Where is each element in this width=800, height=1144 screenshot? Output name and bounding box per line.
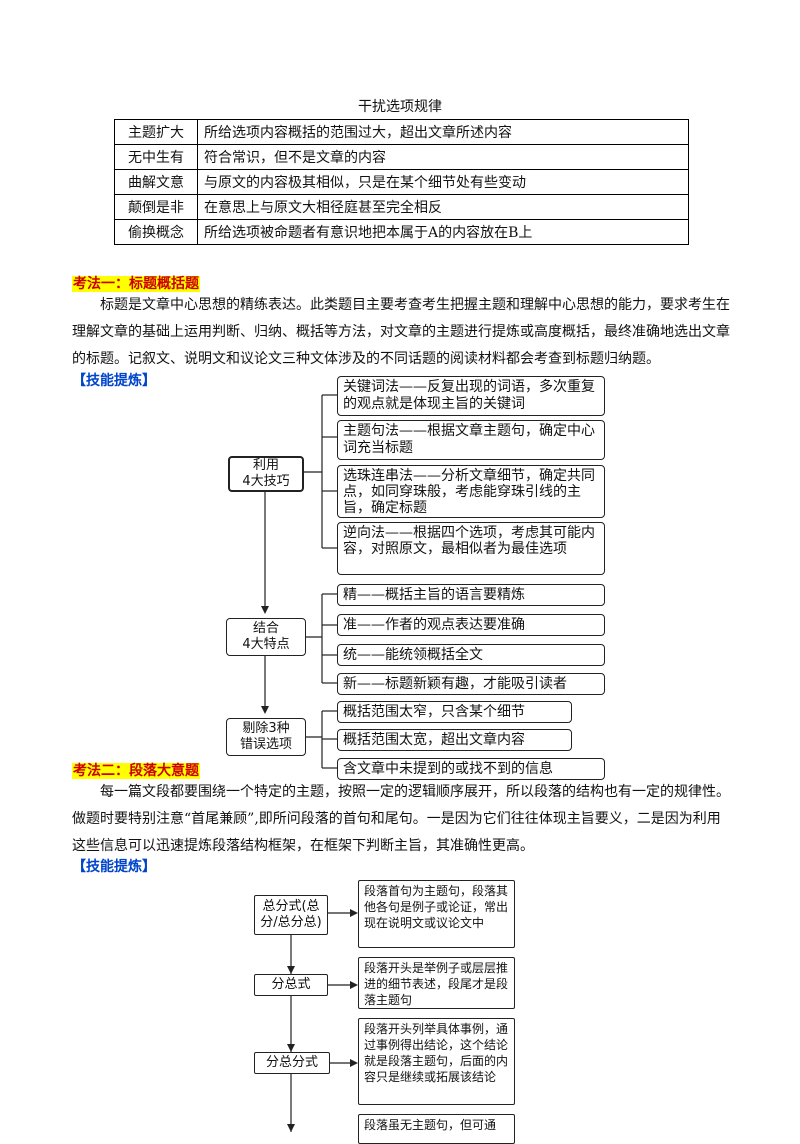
section1-heading: 考法一：标题概括题 (72, 273, 200, 293)
type-part-total: 分总式 (254, 974, 328, 996)
type-desc-no-topic: 段落虽无主题句，但可通 (358, 1114, 515, 1144)
distractor-type: 颠倒是非 (114, 194, 198, 220)
section2-title: 考法二：段落大意题 (72, 763, 200, 779)
type-part-total-part: 分总分式 (254, 1052, 330, 1074)
distractor-description: 在意思上与原文大相径庭甚至完全相反 (197, 194, 689, 220)
type-total-part: 总分式(总分/总分总) (254, 895, 328, 935)
error-box-wide: 概括范围太宽，超出文章内容 (337, 729, 572, 751)
distractor-type: 曲解文意 (114, 169, 198, 195)
feature-box-unified: 统——能统领概括全文 (337, 644, 605, 666)
type-desc-total-part: 段落首句为主题句，段落其他各句是例子或论证，常出现在说明文或议论文中 (358, 880, 515, 948)
table-title: 干扰选项规律 (358, 99, 442, 115)
distractor-description: 与原文的内容极其相似，只是在某个细节处有些变动 (197, 169, 689, 195)
table-row: 曲解文意与原文的内容极其相似，只是在某个细节处有些变动 (114, 169, 689, 195)
table-row: 无中生有符合常识，但不是文章的内容 (114, 144, 689, 170)
error-box-narrow: 概括范围太窄，只含某个细节 (337, 701, 572, 723)
distractor-table: 主题扩大所给选项内容概括的范围过大，超出文章所述内容无中生有符合常识，但不是文章… (114, 119, 689, 245)
feature-box-concise: 精——概括主旨的语言要精炼 (337, 584, 605, 606)
type-desc-part-total: 段落开头是举例子或层层推进的细节表述，段尾才是段落主题句 (358, 957, 515, 1009)
table-row: 偷换概念所给选项被命题者有意识地把本属于A的内容放在B上 (114, 219, 689, 245)
error-box-absent: 含文章中未提到的或找不到的信息 (337, 758, 605, 780)
hub-errors: 剔除3种错误选项 (226, 718, 306, 756)
section2-paragraph: 每一篇文段都要围绕一个特定的主题，按照一定的逻辑顺序展开，所以段落的结构也有一定… (72, 784, 730, 854)
section1-paragraph: 标题是文章中心思想的精练表达。此类题目主要考查考生把握主题和理解中心思想的能力，… (72, 297, 730, 367)
feature-box-accurate: 准——作者的观点表达要准确 (337, 614, 605, 636)
feature-box-novel: 新——标题新颖有趣，才能吸引读者 (337, 673, 605, 695)
technique-box-topic-sentence: 主题句法——根据文章主题句，确定中心词充当标题 (337, 420, 605, 460)
section2-skill-label: 【技能提炼】 (72, 859, 156, 875)
technique-box-keyword: 关键词法——反复出现的词语，多次重复的观点就是体现主旨的关键词 (337, 376, 605, 416)
distractor-description: 符合常识，但不是文章的内容 (197, 144, 689, 170)
section1-title: 考法一：标题概括题 (72, 276, 200, 292)
distractor-description: 所给选项被命题者有意识地把本属于A的内容放在B上 (197, 219, 689, 245)
technique-box-reverse: 逆向法——根据四个选项，考虑其可能内容，对照原文，最相似者为最佳选项 (337, 522, 605, 575)
section2-heading: 考法二：段落大意题 (72, 760, 200, 780)
type-desc-part-total-part: 段落开头列举具体事例，通过事例得出结论，这个结论就是段落主题句，后面的内容只是继… (358, 1018, 515, 1105)
table-row: 主题扩大所给选项内容概括的范围过大，超出文章所述内容 (114, 119, 689, 145)
distractor-type: 偷换概念 (114, 219, 198, 245)
table-row: 颠倒是非在意思上与原文大相径庭甚至完全相反 (114, 194, 689, 220)
technique-box-pearl: 选珠连串法——分析文章细节，确定共同点，如同穿珠般，考虑能穿珠引线的主旨，确定标… (337, 465, 605, 518)
section1-skill-label: 【技能提炼】 (72, 373, 156, 389)
distractor-type: 主题扩大 (114, 119, 198, 145)
distractor-type: 无中生有 (114, 144, 198, 170)
distractor-description: 所给选项内容概括的范围过大，超出文章所述内容 (197, 119, 689, 145)
